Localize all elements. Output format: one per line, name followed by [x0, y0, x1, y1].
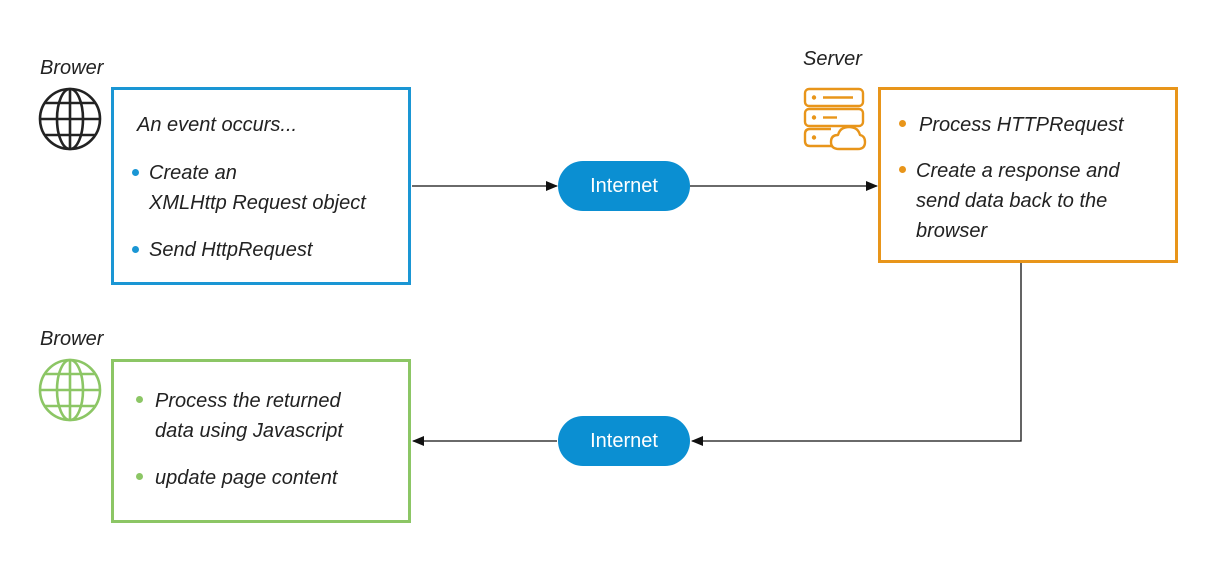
bottom-browser-label: Brower: [40, 328, 104, 350]
internet-pill-top: Internet: [558, 161, 690, 211]
bullet: [136, 473, 143, 480]
top-browser-label: Brower: [40, 57, 104, 79]
bottom-browser-item-1-line-1: Process the returned: [155, 390, 341, 412]
top-browser-item-2: Send HttpRequest: [149, 239, 313, 261]
bullet: [136, 396, 143, 403]
bullet: [132, 169, 139, 176]
server-box: Process HTTPRequest Create a response an…: [878, 87, 1178, 263]
server-label: Server: [803, 48, 862, 70]
server-cloud-icon: [803, 87, 867, 151]
bottom-browser-box: Process the returned data using Javascri…: [111, 359, 411, 523]
globe-icon: [38, 87, 102, 151]
connector-server-down: [691, 262, 1022, 446]
globe-icon: [38, 358, 102, 422]
bullet: [899, 166, 906, 173]
bullet: [132, 246, 139, 253]
bullet: [899, 120, 906, 127]
event-intro-text: An event occurs...: [137, 114, 298, 136]
internet-pill-bottom: Internet: [558, 416, 690, 466]
bottom-browser-item-1-line-2: data using Javascript: [155, 420, 343, 442]
top-browser-item-1-line-2: XMLHttp Request object: [149, 192, 366, 214]
top-browser-item-1-line-1: Create an: [149, 162, 237, 184]
bottom-browser-item-2: update page content: [155, 467, 338, 489]
server-item-1: Process HTTPRequest: [919, 114, 1124, 136]
server-item-2-line-3: browser: [916, 220, 988, 242]
server-item-2-line-2: send data back to the: [916, 190, 1108, 212]
top-browser-box: An event occurs... Create an XMLHttp Req…: [111, 87, 411, 285]
server-item-2-line-1: Create a response and: [916, 160, 1120, 182]
